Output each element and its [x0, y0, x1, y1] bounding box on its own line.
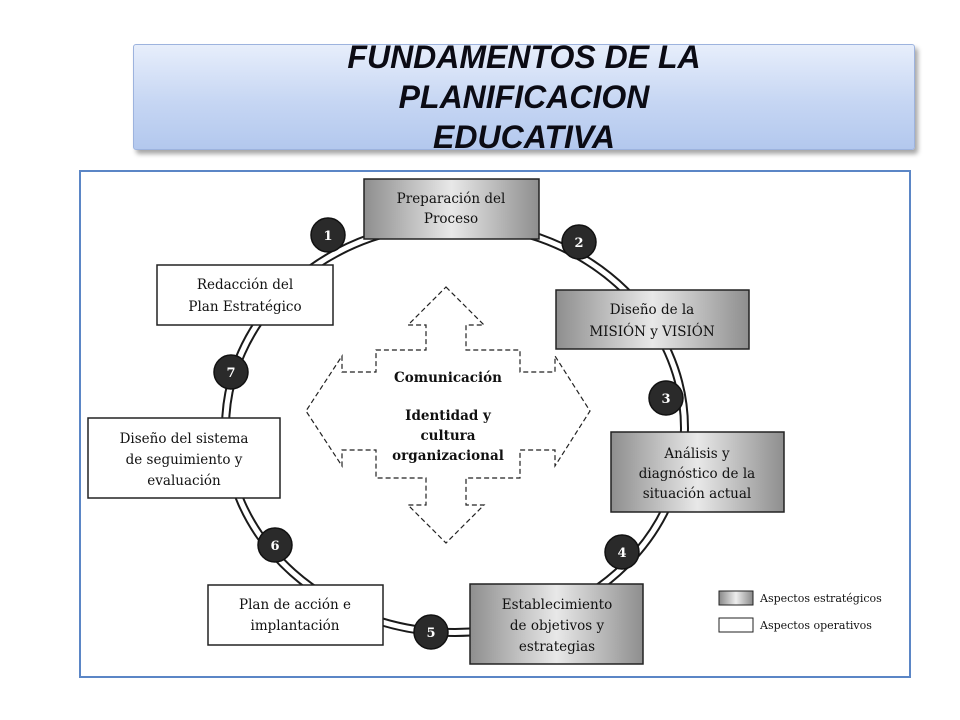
box-plan-line-1: Plan de acción e [239, 597, 351, 613]
legend-label-operative: Aspectos operativos [759, 619, 872, 632]
step-circle-1: 1 [310, 217, 346, 253]
box-objetivos-line-1: Establecimiento [502, 597, 612, 613]
center-label-cultura: cultura [420, 428, 475, 444]
title-banner: FUNDAMENTOS DE LA PLANIFICACION EDUCATIV… [133, 39, 915, 155]
step-number-7: 7 [226, 366, 235, 381]
box-sistema-seguimiento: Diseño del sistema de seguimiento y eval… [87, 417, 281, 499]
box-analisis-line-3: situación actual [643, 486, 752, 502]
box-mision-line-2: MISIÓN y VISIÓN [589, 323, 715, 340]
title-line-2: EDUCATIVA [433, 119, 615, 155]
legend-label-strategic: Aspectos estratégicos [759, 592, 882, 605]
box-redaccion-line-2: Plan Estratégico [188, 299, 301, 315]
box-redaccion-plan: Redacción del Plan Estratégico [156, 264, 334, 326]
center-label-identidad: Identidad y [405, 408, 492, 424]
box-objetivos-line-3: estrategias [519, 639, 595, 655]
box-establecimiento-objetivos: Establecimiento de objetivos y estrategi… [469, 583, 644, 665]
box-seguimiento-line-2: de seguimiento y [126, 452, 243, 468]
step-circle-5: 5 [413, 614, 449, 650]
legend-swatch-strategic [718, 590, 754, 606]
step-circle-6: 6 [257, 527, 293, 563]
title-line-1: FUNDAMENTOS DE LA PLANIFICACION [347, 39, 701, 115]
center-label-comunicacion: Comunicación [394, 370, 502, 386]
step-number-1: 1 [323, 229, 332, 244]
box-preparacion-line-1: Preparación del [397, 191, 506, 207]
page-title: FUNDAMENTOS DE LA PLANIFICACION EDUCATIV… [244, 37, 804, 157]
box-preparacion-proceso: Preparación del Proceso [363, 178, 540, 240]
box-redaccion-line-1: Redacción del [197, 277, 293, 293]
box-plan-accion: Plan de acción e implantación [207, 584, 384, 646]
box-analisis-diagnostico: Análisis y diagnóstico de la situación a… [610, 431, 785, 513]
legend: Aspectos estratégicos Aspectos operativo… [718, 590, 882, 633]
step-number-4: 4 [617, 546, 626, 561]
step-circle-3: 3 [648, 380, 684, 416]
box-mision-vision: Diseño de la MISIÓN y VISIÓN [555, 289, 750, 350]
center-label-organizacional: organizacional [392, 448, 504, 464]
box-objetivos-line-2: de objetivos y [510, 618, 605, 634]
step-circle-4: 4 [604, 534, 640, 570]
step-number-6: 6 [270, 539, 279, 554]
step-number-5: 5 [426, 626, 435, 641]
box-seguimiento-line-1: Diseño del sistema [120, 431, 249, 447]
step-circle-2: 2 [561, 224, 597, 260]
step-circle-7: 7 [213, 354, 249, 390]
box-analisis-line-1: Análisis y [663, 446, 730, 462]
box-seguimiento-line-3: evaluación [147, 473, 221, 489]
step-number-3: 3 [661, 392, 670, 407]
box-preparacion-line-2: Proceso [424, 211, 478, 227]
box-analisis-line-2: diagnóstico de la [639, 466, 755, 482]
center-cross-arrow [305, 286, 591, 544]
box-plan-line-2: implantación [251, 618, 340, 634]
box-mision-line-1: Diseño de la [610, 302, 694, 318]
legend-swatch-operative [718, 617, 754, 633]
step-number-2: 2 [574, 236, 583, 251]
